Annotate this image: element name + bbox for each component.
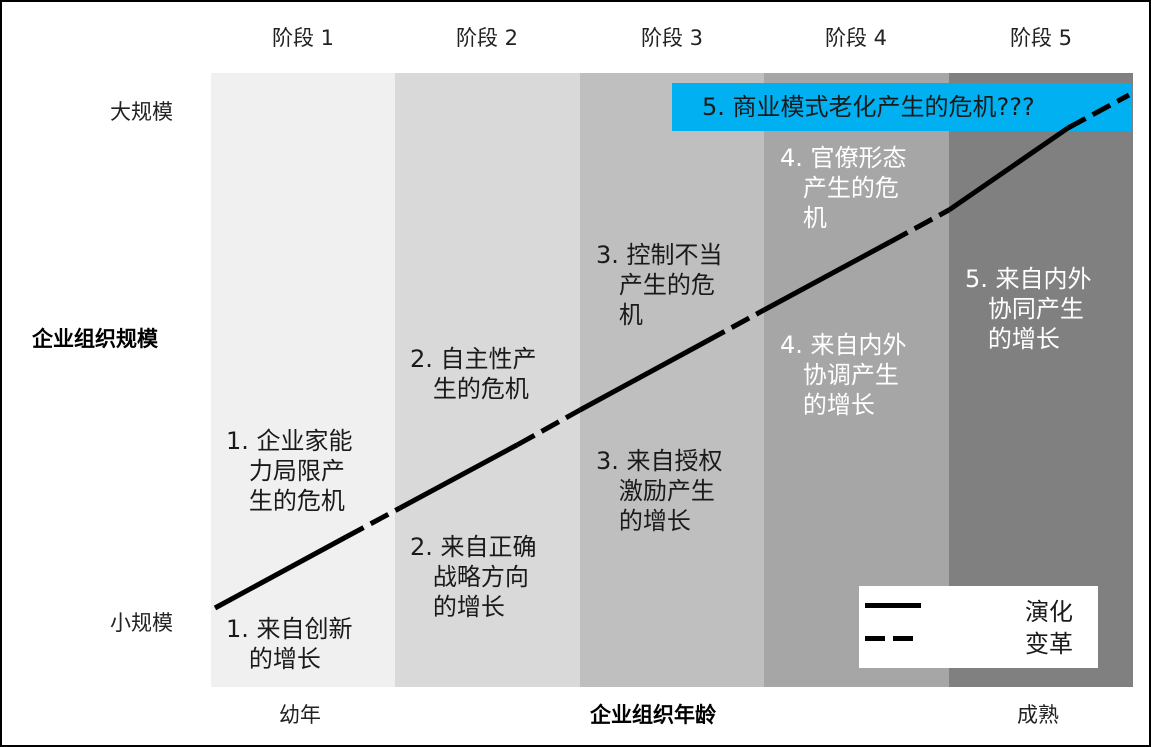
stage-5-band xyxy=(949,73,1133,687)
stage-2-crisis-text: 2. 自主性产 生的危机 xyxy=(410,345,537,403)
evolution-segment-5 xyxy=(947,125,1070,213)
stage-1-label: 阶段 1 xyxy=(271,26,335,50)
stage-4-label: 阶段 4 xyxy=(824,26,888,50)
y-axis-bottom-label: 小规模 xyxy=(110,611,173,635)
evolution-segment-4 xyxy=(762,239,892,313)
stage-3-growth-text: 3. 来自授权 激励产生 的增长 xyxy=(596,447,723,535)
stage-2-label: 阶段 2 xyxy=(455,26,519,50)
revolution-segment-3 xyxy=(705,307,766,344)
stage-1-crisis-text: 1. 企业家能 力局限产 生的危机 xyxy=(226,427,353,515)
x-axis-right-label: 成熟 xyxy=(1017,703,1059,727)
legend: 演化 变革 xyxy=(859,586,1098,668)
stage-2-growth-text: 2. 来自正确 战略方向 的增长 xyxy=(410,533,537,621)
evolution-segment-3 xyxy=(578,338,709,413)
legend-solid-line xyxy=(865,603,921,608)
revolution-segment-1 xyxy=(344,505,402,540)
stage-1-band xyxy=(211,73,395,687)
revolution-segment-4 xyxy=(888,207,951,245)
evolution-segment-2 xyxy=(398,442,519,511)
stage-5-growth-text: 5. 来自内外 协同产生 的增长 xyxy=(965,265,1092,353)
y-axis-title: 企业组织规模 xyxy=(32,327,158,351)
x-axis-title: 企业组织年龄 xyxy=(590,703,716,727)
stage-3-crisis-text: 3. 控制不当 产生的危 机 xyxy=(596,241,723,329)
x-axis-left-label: 幼年 xyxy=(279,703,321,727)
y-axis-top-label: 大规模 xyxy=(110,100,173,124)
stage-3-band xyxy=(580,73,764,687)
stage-5-crisis-banner: 5. 商业模式老化产生的危机??? xyxy=(672,83,1132,131)
stage-5-label: 阶段 5 xyxy=(1009,26,1073,50)
stage-3-label: 阶段 3 xyxy=(640,26,704,50)
revolution-segment-2 xyxy=(515,407,582,448)
evolution-segment-1 xyxy=(213,534,348,611)
stage-4-band xyxy=(764,73,949,687)
stage-1-growth-text: 1. 来自创新 的增长 xyxy=(226,615,353,673)
stage-5-crisis-text: 5. 商业模式老化产生的危机??? xyxy=(702,93,1035,121)
stage-4-crisis-text: 4. 官僚形态 产生的危 机 xyxy=(780,144,907,232)
legend-evolution-label: 演化 xyxy=(1025,598,1073,626)
legend-revolution-label: 变革 xyxy=(1025,630,1073,658)
revolution-segment-5 xyxy=(1066,92,1131,131)
stage-4-growth-text: 4. 来自内外 协调产生 的增长 xyxy=(780,331,907,419)
stage-2-band xyxy=(395,73,580,687)
legend-dashed-line xyxy=(865,636,921,641)
